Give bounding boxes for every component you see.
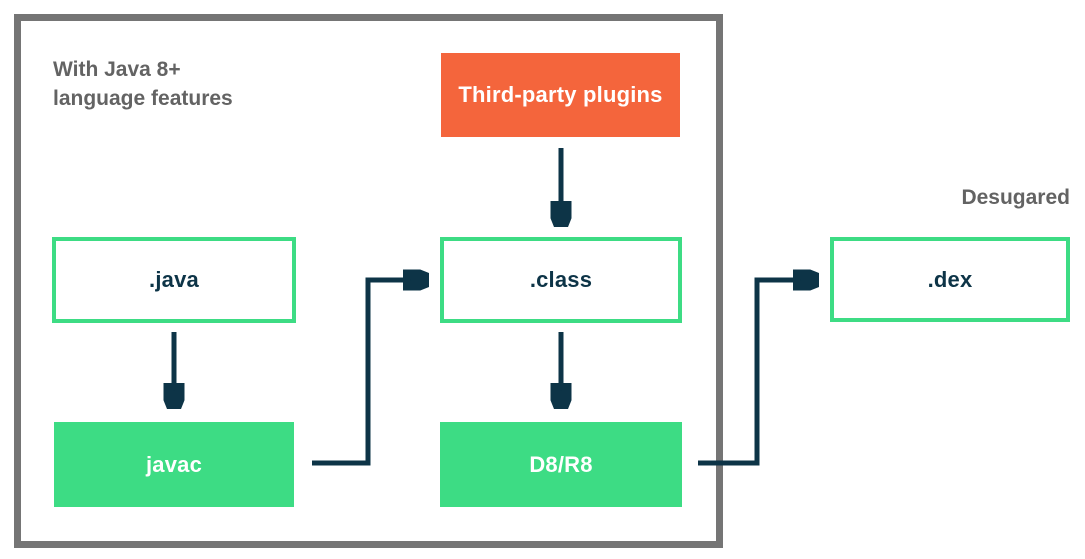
group-label: With Java 8+ language features (53, 58, 233, 110)
desugared-label: Desugared (961, 186, 1070, 209)
node-d8-r8: D8/R8 (440, 422, 682, 507)
node-third-party-plugins: Third-party plugins (441, 53, 680, 137)
node-java-source: .java (52, 237, 296, 323)
node-class-files: .class (440, 237, 682, 323)
node-javac-compiler: javac (54, 422, 294, 507)
node-dex-output: .dex (830, 237, 1070, 322)
